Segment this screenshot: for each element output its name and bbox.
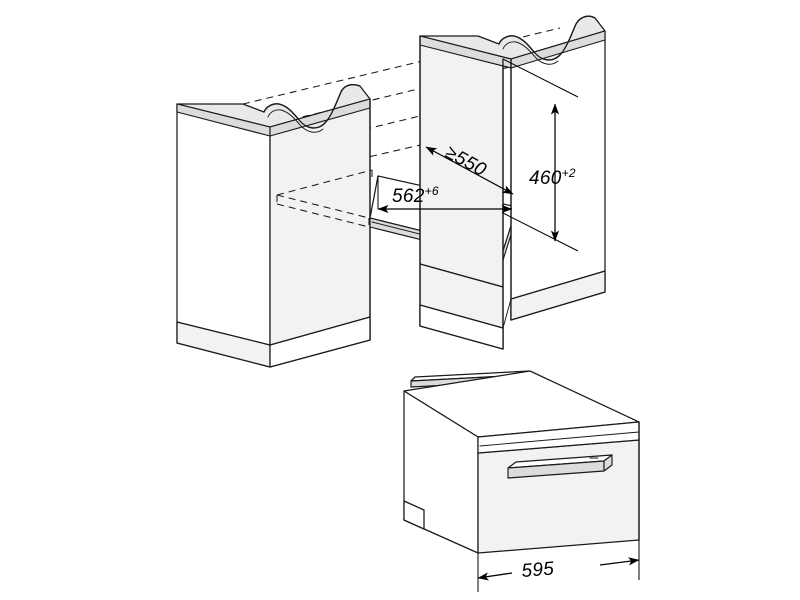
dim-line-550 <box>425 146 514 195</box>
left-cabinet-break-inner <box>267 109 324 133</box>
oven-door-panel <box>477 439 640 554</box>
oven-door-handle[interactable] <box>507 454 613 479</box>
oven-handle-end <box>603 454 613 472</box>
dim-line-595-right <box>599 557 640 566</box>
dimension-niche-height: 460+2 <box>502 58 579 252</box>
oven-base-line <box>403 500 425 530</box>
left-cabinet-hidden-shelf <box>276 169 373 228</box>
dim-ext-460-top <box>502 58 579 98</box>
right-cabinet-break-line <box>498 15 596 61</box>
left-cabinet-break-line <box>263 84 361 129</box>
built-in-oven <box>403 370 640 554</box>
dim-line-595-left <box>477 572 513 581</box>
right-cabinet-break-inner <box>502 41 559 65</box>
dim-label-562: 562+6 <box>392 184 439 207</box>
oven-fascia-line <box>479 431 640 447</box>
dim-label-460: 460+2 <box>529 166 576 189</box>
right-cabinet-plinth-line <box>419 270 606 329</box>
right-cabinet <box>419 15 606 350</box>
left-cabinet-plinth-line <box>176 316 371 346</box>
left-cabinet <box>176 84 371 368</box>
dimension-niche-width: 562+6 <box>377 176 513 214</box>
dimension-appliance-width: 595 <box>477 540 640 592</box>
dim-label-595: 595 <box>521 558 555 582</box>
dim-ext-460-bottom <box>502 212 579 252</box>
